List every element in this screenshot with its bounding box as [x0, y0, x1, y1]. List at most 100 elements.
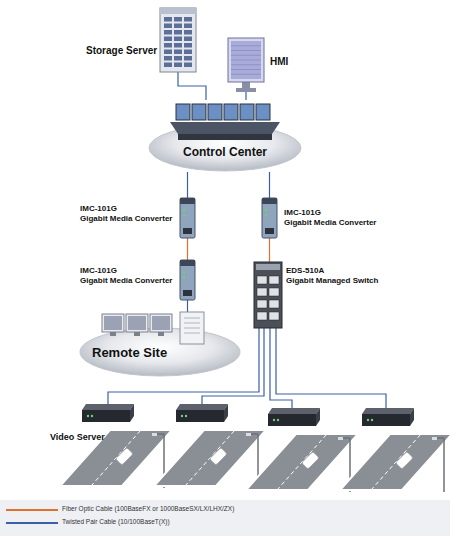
- video-server-device: [176, 404, 228, 422]
- legend-text: Twisted Pair Cable (10/100BaseT(X)): [62, 518, 170, 525]
- cabinet-body: [160, 8, 196, 72]
- site-ellipse: [80, 328, 240, 376]
- screen-line: [231, 69, 261, 70]
- drive-bay: [174, 30, 182, 35]
- screen-line: [231, 74, 261, 75]
- converter-body: [180, 198, 195, 238]
- console-screen: [240, 104, 254, 120]
- drive-bay: [184, 50, 192, 55]
- drive-bay: [174, 50, 182, 55]
- converter-port: [183, 228, 192, 234]
- converter-cap: [180, 198, 195, 204]
- drive-bay: [184, 24, 192, 29]
- twisted-pair-wire: [276, 328, 386, 408]
- media-converter-icon: [262, 198, 277, 238]
- drive-bay: [184, 56, 192, 61]
- legend-panel: [0, 500, 450, 536]
- status-led: [183, 276, 185, 278]
- cable-connector: [245, 92, 246, 100]
- tower-slot: [184, 328, 200, 329]
- console-screen: [176, 104, 190, 120]
- drive-bay: [174, 37, 182, 42]
- node-label: Gigabit Media Converter: [80, 276, 172, 285]
- monitor-stand: [242, 82, 250, 88]
- media-converter: IMC-101GGigabit Media Converter: [180, 260, 195, 300]
- switch-port: [257, 312, 267, 320]
- switch-port: [269, 288, 279, 296]
- drive-bay: [184, 37, 192, 42]
- status-led: [265, 214, 267, 216]
- status-led: [183, 214, 185, 216]
- remote-site: Remote Site: [80, 312, 240, 376]
- node-label: Gigabit Media Converter: [80, 214, 172, 223]
- video-server-icon: [82, 404, 134, 422]
- cable-connector: [187, 238, 188, 260]
- switch-port: [269, 276, 279, 284]
- drive-bay: [174, 17, 182, 22]
- node-label: IMC-101G: [80, 266, 117, 275]
- control-center: Control Center: [148, 100, 302, 172]
- screen-line: [231, 50, 261, 51]
- drive-bay: [174, 56, 182, 61]
- pc-stand: [110, 332, 116, 336]
- cable-connector: [269, 172, 270, 198]
- console-screen: [192, 104, 206, 120]
- road-scene: [154, 430, 266, 488]
- managed-switch-icon: [254, 262, 282, 328]
- tower-slot: [184, 318, 200, 319]
- console-screen: [256, 104, 270, 120]
- drive-bay: [164, 17, 172, 22]
- pc-screen: [128, 316, 146, 330]
- cable-connector: [187, 172, 188, 198]
- cable-connector: [178, 72, 206, 100]
- converter-body: [262, 198, 277, 238]
- status-led: [183, 271, 185, 273]
- pc-monitor: [126, 314, 148, 332]
- drive-bay: [164, 24, 172, 29]
- drive-bay: [164, 30, 172, 35]
- monitor-screen: [231, 41, 261, 79]
- drive-bay: [174, 43, 182, 48]
- converter-cap: [180, 260, 195, 266]
- storage-server: Storage Server: [160, 8, 196, 72]
- drive-bay: [164, 63, 172, 68]
- switch-port: [269, 300, 279, 308]
- drive-bay: [184, 30, 192, 35]
- road-scene: [246, 434, 358, 492]
- control-center-icon: [148, 100, 302, 172]
- drive-bay: [184, 17, 192, 22]
- cable-connector: [187, 300, 188, 312]
- switch-strip: [256, 264, 280, 270]
- pc-stand: [158, 332, 164, 336]
- fiber-line-sample: [6, 509, 58, 511]
- road-scene: [340, 434, 450, 492]
- drive-bay: [164, 37, 172, 42]
- monitor-frame: [228, 38, 264, 82]
- video-server: Video Server: [82, 404, 134, 422]
- node-label: HMI: [270, 56, 288, 67]
- node-label: Gigabit Managed Switch: [286, 276, 378, 285]
- status-led: [91, 415, 93, 417]
- node-label: Control Center: [148, 145, 302, 159]
- hmi-monitor: HMI: [228, 38, 264, 92]
- media-converter: IMC-101GGigabit Media Converter: [180, 198, 195, 238]
- pc-screen: [152, 316, 170, 330]
- switch-port: [269, 312, 279, 320]
- drive-bay: [174, 24, 182, 29]
- converter-port: [265, 228, 274, 234]
- node-label: Gigabit Media Converter: [284, 218, 376, 227]
- switch-body: [254, 262, 282, 328]
- screen-line: [231, 60, 261, 61]
- cable-connector: [269, 238, 270, 262]
- node-label: Video Server: [50, 432, 105, 442]
- video-server-device: [268, 408, 320, 426]
- pc-screen: [104, 316, 122, 330]
- drive-bay: [164, 43, 172, 48]
- drive-bay: [174, 63, 182, 68]
- device-top: [82, 404, 134, 410]
- media-converter: IMC-101GGigabit Media Converter: [262, 198, 277, 238]
- twisted-pair-wire: [270, 328, 292, 408]
- node-label: Storage Server: [86, 45, 157, 56]
